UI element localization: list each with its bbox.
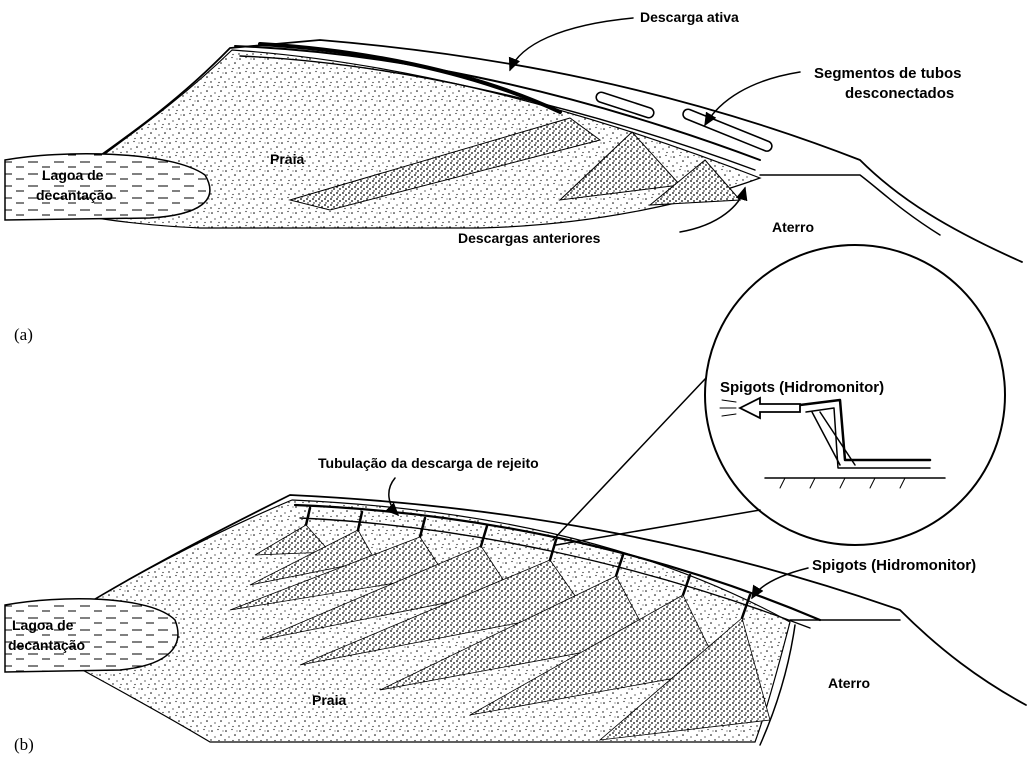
label-disconnected-pipes-1: Segmentos de tubos bbox=[814, 65, 962, 82]
label-beach-b: Praia bbox=[312, 692, 346, 708]
label-disconnected-pipes-2: desconectados bbox=[845, 85, 954, 102]
panel-a-tag: (a) bbox=[14, 325, 33, 344]
label-previous-discharges: Descargas anteriores bbox=[458, 230, 601, 246]
panel-b: Tubulação da descarga de rejeito Spigots… bbox=[5, 245, 1026, 754]
label-pond-a-2: decantação bbox=[36, 187, 113, 203]
label-beach-a: Praia bbox=[270, 151, 304, 167]
label-active-discharge: Descarga ativa bbox=[640, 9, 739, 25]
label-pond-b-2: decantação bbox=[8, 637, 85, 653]
leader-active-discharge bbox=[510, 18, 633, 70]
detail-connector-left bbox=[553, 378, 706, 540]
leader-disconnected-pipes bbox=[705, 72, 800, 125]
settling-pond-b bbox=[5, 599, 178, 672]
panel-b-tag: (b) bbox=[14, 735, 34, 754]
label-discharge-pipe: Tubulação da descarga de rejeito bbox=[318, 455, 539, 471]
label-pond-a-1: Lagoa de bbox=[42, 167, 104, 183]
label-spigots-detail: Spigots (Hidromonitor) bbox=[720, 379, 884, 396]
label-pond-b-1: Lagoa de bbox=[12, 617, 74, 633]
label-spigots: Spigots (Hidromonitor) bbox=[812, 557, 976, 574]
label-embankment-a: Aterro bbox=[772, 219, 814, 235]
label-embankment-b: Aterro bbox=[828, 675, 870, 691]
